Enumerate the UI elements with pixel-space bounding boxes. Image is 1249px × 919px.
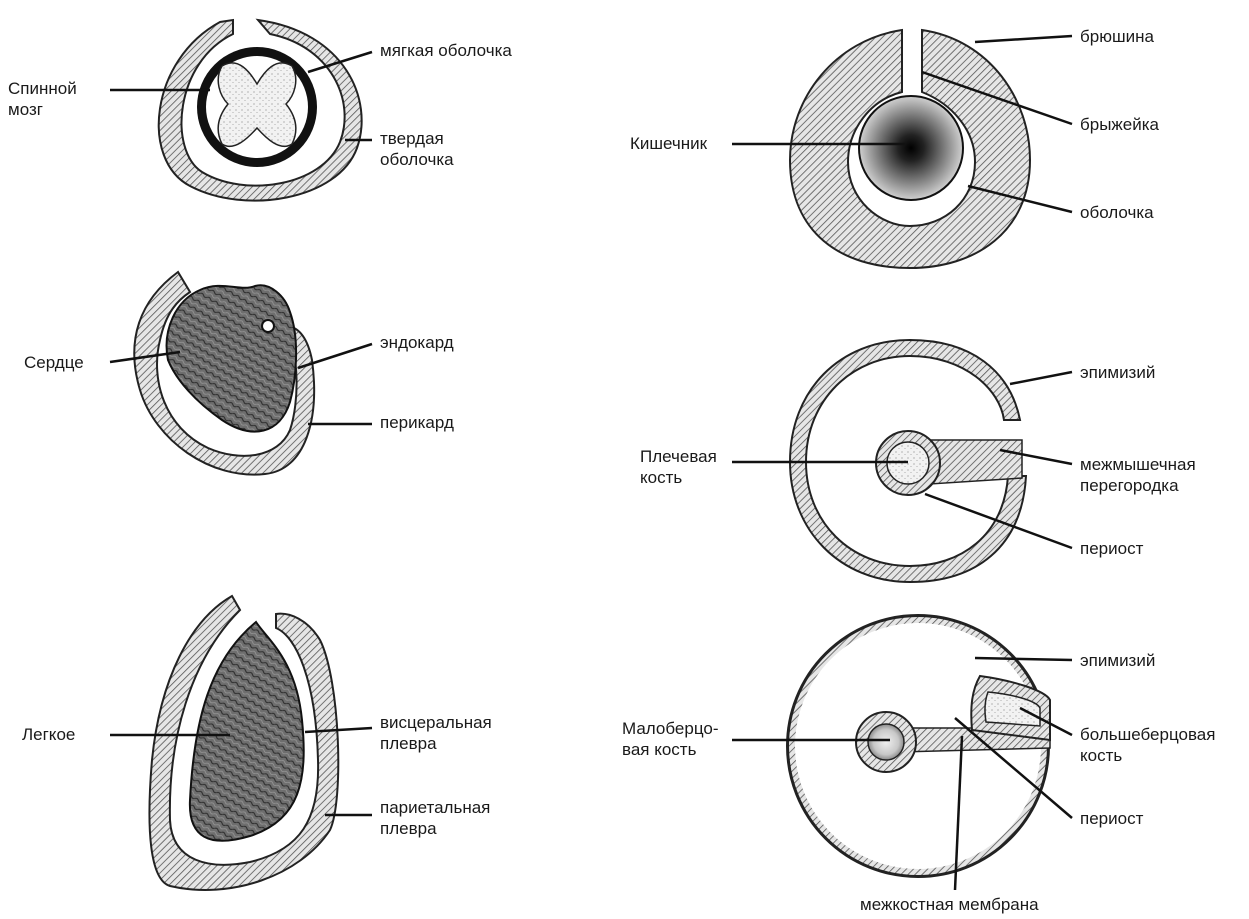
label-fibula: Малоберцо- вая кость — [622, 718, 719, 760]
leader-arm-epimysium — [1010, 372, 1072, 384]
label-pericard: перикард — [380, 412, 454, 433]
label-soft-membrane: мягкая оболочка — [380, 40, 512, 61]
label-tibia: большеберцовая кость — [1080, 724, 1215, 766]
label-mesentery: брыжейка — [1080, 114, 1159, 135]
label-septum: межмышечная перегородка — [1080, 454, 1196, 496]
label-endocard: эндокард — [380, 332, 454, 353]
label-humerus: Плечевая кость — [640, 446, 717, 488]
label-leg-epimysium: эпимизий — [1080, 650, 1155, 671]
intestine-diagram — [790, 30, 1030, 268]
spinal-cord-diagram — [159, 20, 362, 201]
heart-vessel-opening — [262, 320, 274, 332]
label-visceral-pleura: висцеральная плевра — [380, 712, 492, 754]
label-parietal-pleura: париетальная плевра — [380, 797, 490, 839]
lung-diagram — [149, 596, 338, 890]
intermuscular-septum — [930, 440, 1022, 484]
leader-peritoneum — [975, 36, 1072, 42]
label-intestine: Кишечник — [630, 133, 707, 154]
heart-diagram — [134, 272, 314, 475]
intestine-organ — [859, 96, 963, 200]
label-leg-periosteum: периост — [1080, 808, 1143, 829]
leg-diagram — [788, 616, 1050, 876]
label-arm-epimysium: эпимизий — [1080, 362, 1155, 383]
label-interosseous-membrane: межкостная мембрана — [860, 894, 1039, 915]
heart-organ — [167, 285, 296, 431]
fibula-bone — [868, 724, 904, 760]
label-hard-membrane: твердая оболочка — [380, 128, 454, 170]
label-spinal-cord: Спинной мозг — [8, 78, 77, 120]
label-heart: Сердце — [24, 352, 84, 373]
label-gut-membrane: оболочка — [1080, 202, 1154, 223]
label-lung: Легкое — [22, 724, 75, 745]
label-arm-periosteum: периост — [1080, 538, 1143, 559]
label-peritoneum: брюшина — [1080, 26, 1154, 47]
leader-visceral-pleura — [305, 728, 372, 732]
